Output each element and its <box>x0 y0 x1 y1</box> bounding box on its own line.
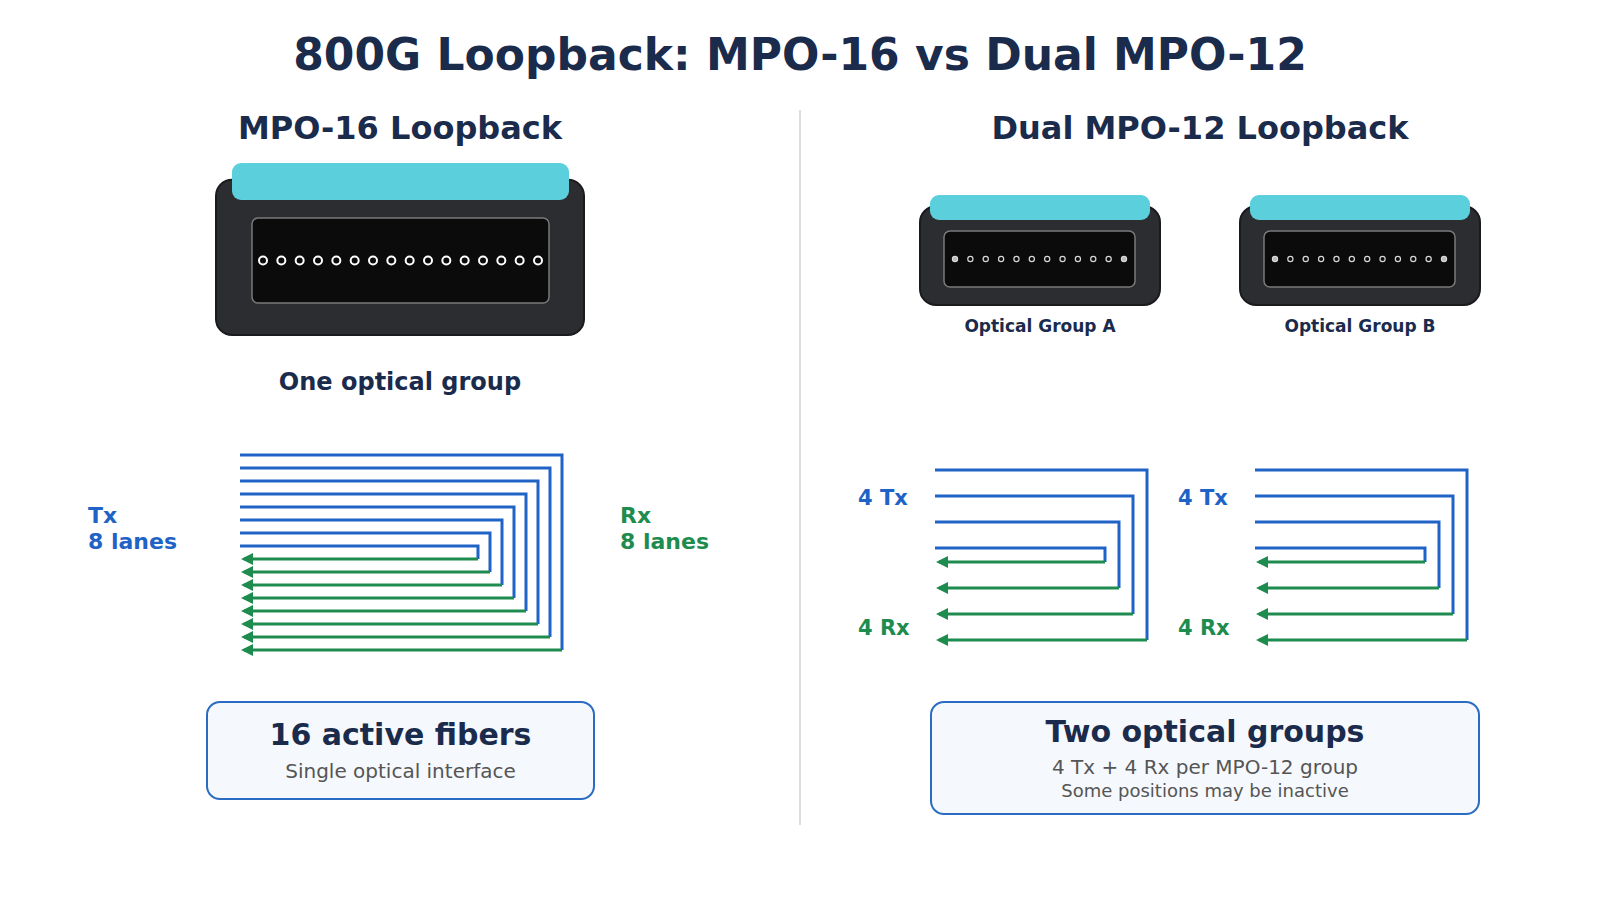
mpo16-tx-fiber <box>240 533 490 572</box>
group-label: Optical Group A <box>964 316 1115 336</box>
connector-body <box>215 160 585 336</box>
mpo16-rx-fiber <box>244 597 514 600</box>
mpo12b-rx-fiber <box>1259 561 1425 564</box>
panel-heading: MPO-16 Loopback <box>238 109 562 147</box>
mpo16-rx-fiber <box>244 610 526 613</box>
mpo16-tx-fiber <box>240 546 478 559</box>
panel-heading: Dual MPO-12 Loopback <box>991 109 1408 147</box>
mpo16-rx-fiber <box>244 571 490 574</box>
mpo16-tx-fiber <box>240 507 514 598</box>
group-label: Optical Group B <box>1284 316 1435 336</box>
tx-label: Tx <box>88 503 117 528</box>
mpo12b-tx-fiber <box>1255 470 1467 640</box>
mpo16-tx-fiber <box>240 455 562 650</box>
box-note: 4 Tx + 4 Rx per MPO-12 group <box>1052 756 1358 779</box>
mpo16-rx-fiber <box>244 584 502 587</box>
mpo12a-rx-fiber <box>939 587 1119 590</box>
diagram-title: 800G Loopback: MPO-16 vs Dual MPO-12 <box>293 29 1307 80</box>
mpo12-connector: Optical Group B <box>1239 192 1481 336</box>
connector-body <box>1239 192 1481 306</box>
mpo12b-rx-fiber <box>1259 587 1439 590</box>
group-label: One optical group <box>279 368 521 396</box>
box-note: Some positions may be inactive <box>1061 781 1348 802</box>
mpo12b-tx-fiber <box>1255 522 1439 588</box>
mpo12a-rx-fiber <box>939 613 1133 616</box>
mpo12a-tx-fiber <box>935 470 1147 640</box>
mpo16-rx-fiber <box>244 649 562 652</box>
mpo16-rx-fiber <box>244 623 538 626</box>
mpo12b-rx-fiber <box>1259 613 1453 616</box>
mpo12a-rx-fiber <box>939 561 1105 564</box>
summary-box: 16 active fibersSingle optical interface <box>206 701 595 800</box>
rx-label: Rx <box>620 503 651 528</box>
lane-count: 8 lanes <box>620 529 709 554</box>
mpo12-connector: Optical Group A <box>919 192 1161 336</box>
mpo16-tx-fiber <box>240 481 538 624</box>
mpo16-tx-fiber <box>240 468 550 637</box>
summary-box: Two optical groups 4 Tx + 4 Rx per MPO-12… <box>930 701 1480 815</box>
mpo12a-tx-fiber <box>935 522 1119 588</box>
box-heading: Two optical groups <box>1046 715 1365 750</box>
panel-divider <box>799 110 801 825</box>
tx-count: 4 Tx <box>858 486 908 510</box>
mpo16-tx-fiber <box>240 520 502 585</box>
mpo12b-tx-fiber <box>1255 496 1453 614</box>
mpo16-tx-fiber <box>240 494 526 611</box>
mpo12a-rx-fiber <box>939 639 1147 642</box>
mpo12a-tx-fiber <box>935 548 1105 562</box>
tx-count: 4 Tx <box>1178 486 1228 510</box>
mpo16-rx-fiber <box>244 636 550 639</box>
box-note: Single optical interface <box>285 760 516 783</box>
rx-count: 4 Rx <box>858 616 910 640</box>
mpo16-rx-fiber <box>244 558 478 561</box>
mpo12b-rx-fiber <box>1259 639 1467 642</box>
connector-body <box>919 192 1161 306</box>
mpo12a-tx-fiber <box>935 496 1133 614</box>
mpo16-connector: One optical group <box>215 160 585 396</box>
mpo12b-tx-fiber <box>1255 548 1425 562</box>
lane-count: 8 lanes <box>88 529 177 554</box>
rx-count: 4 Rx <box>1178 616 1230 640</box>
box-heading: 16 active fibers <box>270 718 532 753</box>
